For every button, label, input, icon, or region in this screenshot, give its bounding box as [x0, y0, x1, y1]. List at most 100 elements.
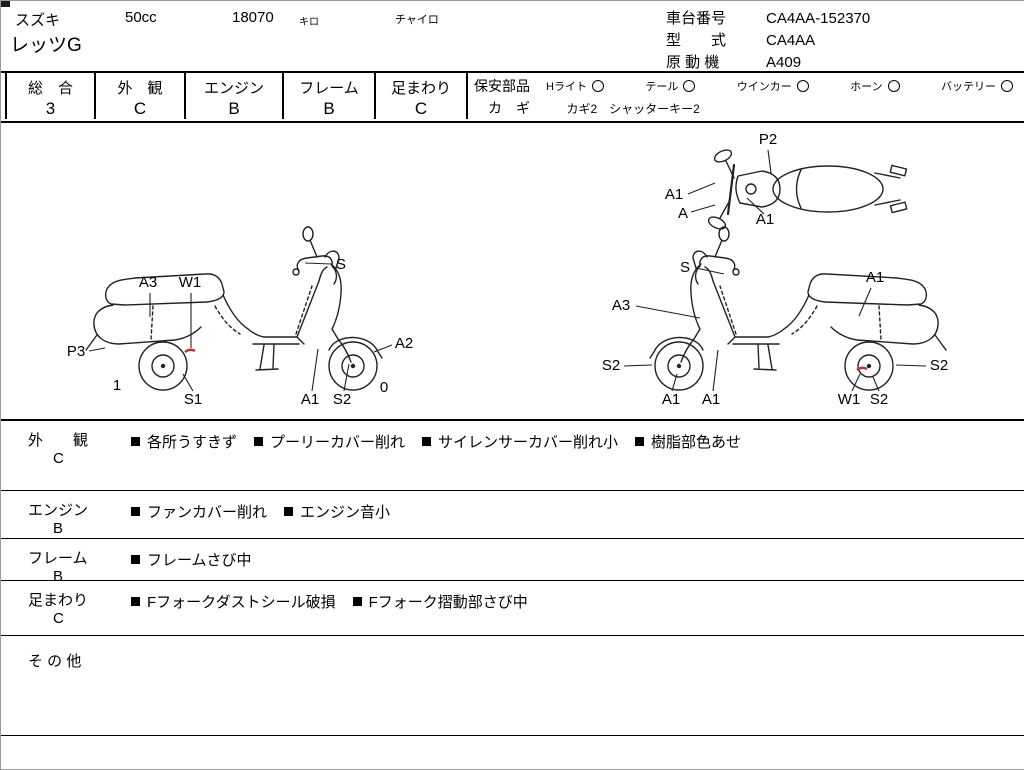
type-label: 型 式: [666, 32, 727, 49]
damage-code-label: A2: [395, 335, 413, 352]
damage-code-label: A3: [139, 274, 157, 291]
condition-note-text: 各所うすきず: [147, 434, 238, 451]
damage-code-labels: P2 A1 A A1 A3 W1 S P3 A2 1 S1 A1 S2 0 S …: [67, 131, 948, 408]
rating-value: C: [414, 99, 428, 118]
damage-code-label: W1: [179, 274, 202, 291]
black-square-bullet: [635, 437, 645, 446]
condition-notes: 各所うすきず プーリーカバー削れ サイレンサーカバー削れ小 樹脂部色あせ: [131, 431, 741, 452]
safety-part-label: ホーン: [850, 81, 883, 93]
ok-circle-mark: [683, 80, 696, 92]
rating-label: エンジン: [203, 80, 264, 97]
safety-part-label: バッテリー: [940, 81, 996, 93]
ok-circle-mark: [591, 80, 604, 92]
damage-code-label: A: [678, 205, 688, 222]
mileage-value: 18070: [232, 9, 274, 26]
condition-note-text: フレームさび中: [147, 552, 252, 569]
condition-note: ファンカバー削れ: [131, 501, 267, 522]
condition-note: Fフォーク摺動部さび中: [352, 591, 528, 612]
black-square-bullet: [131, 555, 140, 564]
chassis-number-value: CA4AA-152370: [766, 10, 871, 27]
mileage-unit: キロ: [299, 17, 319, 28]
condition-notes: フレームさび中: [131, 549, 252, 570]
engine-label: 原 動 機: [666, 54, 720, 71]
black-square-bullet: [131, 597, 140, 606]
condition-note: サイレンサーカバー削れ小: [422, 431, 618, 452]
condition-note: 樹脂部色あせ: [635, 431, 741, 452]
damage-code-label: A1: [662, 391, 680, 408]
body-color: チャイロ: [395, 14, 439, 26]
condition-note-text: エンジン音小: [300, 504, 391, 521]
damage-code-label: S: [336, 256, 346, 273]
condition-row-undercarriage: 足まわり C Fフォークダストシール破損 Fフォーク摺動部さび中: [1, 581, 1024, 636]
safety-part-item: ウインカー: [737, 78, 809, 94]
damage-code-label: A1: [301, 391, 319, 408]
condition-note-text: ファンカバー削れ: [147, 504, 268, 521]
safety-parts-title: 保安部品: [474, 78, 530, 94]
rating-value: 3: [45, 99, 56, 118]
vehicle-damage-diagram: P2 A1 A A1 A3 W1 S P3 A2 1 S1 A1 S2 0 S …: [67, 131, 948, 408]
condition-note: プーリーカバー削れ: [254, 431, 405, 452]
type-value: CA4AA: [766, 32, 816, 49]
safety-parts-row: 保安部品 Hライトテールウインカーホーンバッテリー: [468, 76, 1024, 96]
black-square-bullet: [131, 507, 140, 516]
ok-circle-mark: [887, 80, 900, 92]
condition-label: 足まわり: [28, 592, 89, 609]
damage-code-label: S2: [870, 391, 888, 408]
damage-code-label: W1: [838, 391, 861, 408]
engine-line: 原 動 機 A409: [666, 52, 870, 74]
ok-circle-mark: [796, 80, 809, 92]
damage-code-label: P2: [759, 131, 777, 148]
condition-notes: Fフォークダストシール破損 Fフォーク摺動部さび中: [131, 591, 528, 612]
safety-part-item: バッテリー: [941, 78, 1013, 94]
red-damage-mark-right: [856, 366, 868, 372]
condition-label: そ の 他: [28, 653, 82, 670]
condition-note: 各所うすきず: [131, 431, 237, 452]
rating-value: B: [323, 99, 335, 118]
damage-code-label: 0: [380, 379, 388, 396]
chassis-number-label: 車台番号: [666, 10, 727, 27]
condition-note: Fフォークダストシール破損: [131, 591, 336, 612]
safety-part-item: Hライト: [546, 78, 604, 94]
scooter-left-side-view: [85, 226, 383, 391]
damage-code-label: S2: [333, 391, 351, 408]
damage-code-label: A1: [866, 269, 884, 286]
black-square-bullet: [284, 507, 294, 516]
damage-code-label: S1: [184, 391, 202, 408]
rating-undercarriage: 足まわり C: [376, 73, 468, 119]
safety-part-label: Hライト: [546, 81, 587, 93]
rating-overall: 総 合 3: [5, 73, 96, 119]
scooter-top-view: [705, 146, 908, 233]
black-square-bullet: [422, 437, 432, 446]
damage-code-label: S2: [930, 357, 948, 374]
damage-code-label: S: [680, 259, 690, 276]
condition-note-text: サイレンサーカバー削れ小: [438, 434, 619, 451]
rating-label: 足まわり: [390, 80, 451, 97]
condition-grade: B: [53, 520, 64, 537]
safety-part-label: ウインカー: [736, 81, 792, 93]
damage-code-label: A1: [665, 186, 683, 203]
scan-artifact: [1, 1, 10, 7]
condition-label: フレーム: [28, 550, 88, 567]
rating-value: B: [228, 99, 240, 118]
engine-value: A409: [766, 54, 802, 71]
black-square-bullet: [254, 437, 264, 446]
rating-label: 総 合: [27, 80, 73, 97]
condition-note-text: プーリーカバー削れ: [270, 434, 406, 451]
maker-name: スズキ: [15, 12, 61, 29]
rating-value: C: [133, 99, 147, 118]
condition-label: 外 観: [28, 432, 89, 449]
keys-label: カ ギ: [488, 100, 530, 116]
condition-grade: C: [53, 610, 64, 627]
condition-label: エンジン: [28, 502, 89, 519]
black-square-bullet: [131, 437, 140, 446]
condition-note-text: 樹脂部色あせ: [651, 434, 742, 451]
leader-lines: [88, 149, 927, 392]
damage-code-label: S2: [602, 357, 620, 374]
ok-circle-mark: [1000, 80, 1013, 92]
condition-grade: C: [53, 450, 64, 467]
ratings-row: 総 合 3 外 観 C エンジン B フレーム B 足まわり C 保安部品 Hラ…: [1, 73, 1024, 123]
condition-note: エンジン音小: [284, 501, 390, 522]
rating-frame: フレーム B: [284, 73, 376, 119]
